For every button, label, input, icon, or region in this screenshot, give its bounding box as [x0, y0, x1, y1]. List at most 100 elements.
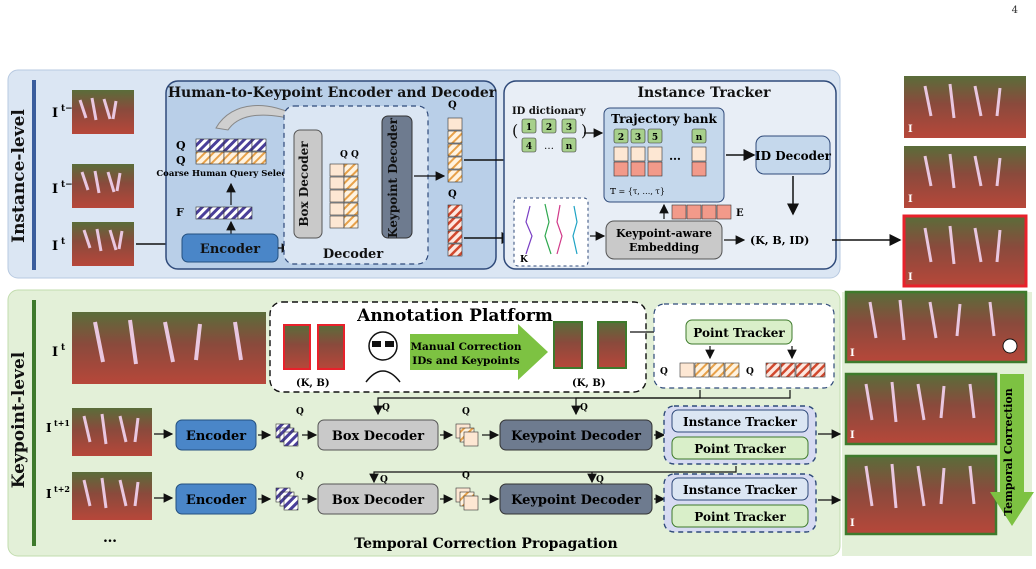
instance-keypoint-decoder	[381, 115, 413, 239]
coarse-query-label: Coarse Human Query Selection	[156, 169, 305, 179]
query-b-column	[447, 117, 463, 183]
embedding-label: E	[736, 208, 744, 219]
annotation-crops-before	[283, 324, 345, 370]
trajectory-bank-label: Trajectory bank	[611, 112, 717, 126]
query-c-label: Q	[176, 139, 186, 152]
keypoint-output-frame-t-plus-1: I	[844, 372, 998, 446]
trajectory-formula: 𝕋 = {τ, …, τ}	[610, 187, 665, 196]
keypoint-decoder-t-plus-1-label: Keypoint Decoder	[511, 429, 641, 444]
box-decoder-t-plus-2	[317, 483, 439, 515]
encoder-t-plus-2	[175, 483, 257, 515]
instance-box-decoder	[293, 129, 323, 239]
keypoint-decoder-t-plus-1	[499, 419, 653, 451]
point-tracker-t-plus-2	[671, 504, 809, 528]
id-decoder-box	[755, 135, 831, 175]
encoder-t-plus-1	[175, 419, 257, 451]
query-k-column	[447, 204, 463, 257]
svg-text:(: (	[512, 121, 518, 140]
box-decoder-t-plus-1	[317, 419, 439, 451]
top-point-tracker-box	[685, 319, 793, 345]
delta-query-b-row	[679, 362, 740, 378]
delta-query-b-feed-label: Q	[382, 403, 390, 413]
instance-output: (K, B, ID)	[750, 234, 809, 247]
output-frame-t-1: I	[904, 146, 1026, 208]
point-tracker-t-plus-1	[671, 436, 809, 460]
encoder-decoder-title: Human-to-Keypoint Encoder and Decoder	[168, 85, 497, 101]
annotation-platform-title: Annotation Platform	[356, 306, 553, 326]
annotation-input-label: (K, B)	[296, 378, 330, 389]
query-c-t-plus-2-label: Q	[296, 471, 304, 481]
delta-query-b-label: Q	[660, 367, 668, 377]
svg-text:…: …	[544, 141, 554, 152]
encoder-t-plus-1-label: Encoder	[186, 429, 246, 444]
annotation-crops-after	[553, 321, 627, 369]
delta-query-k-feed-label: Q	[580, 403, 588, 413]
decoder-label: Decoder	[323, 247, 383, 262]
point-tracker-t-plus-1-label: Point Tracker	[694, 442, 786, 456]
svg-text:I: I	[850, 348, 855, 359]
manual-correction-line2: IDs and Keypoints	[412, 355, 520, 367]
instance-level-side-bar	[32, 80, 36, 270]
encoder-t-plus-2-label: Encoder	[186, 493, 246, 508]
decoder-query-column	[329, 163, 359, 229]
annotator-icon	[365, 331, 401, 383]
stack-t-plus-2-box	[455, 487, 479, 511]
instance-encoder-label: Encoder	[200, 242, 260, 257]
embedding-row	[671, 204, 732, 220]
svg-text:I: I	[908, 124, 913, 135]
svg-text:2: 2	[618, 133, 624, 143]
keypoint-decoder-t-plus-2-label: Keypoint Decoder	[511, 493, 641, 508]
svg-text:I: I	[46, 487, 52, 501]
keypoint-output-frame-t: I	[844, 290, 1028, 364]
svg-text:n: n	[566, 142, 573, 152]
query-c-t-plus-1-label: Q	[296, 407, 304, 417]
svg-text:t: t	[61, 343, 66, 353]
feature-row	[195, 206, 253, 220]
stack-t-plus-1-query	[275, 423, 299, 447]
svg-text:I: I	[52, 345, 58, 360]
svg-text:I: I	[850, 518, 855, 529]
query-k-prime-label: Q	[448, 189, 457, 200]
instance-keypoint-decoder-label: Keypoint Decoder	[386, 117, 400, 238]
query-b-t-plus-2-label: Q	[462, 471, 470, 481]
box-decoder-t-plus-2-label: Box Decoder	[332, 493, 424, 508]
keypoint-embedding-label-2: Embedding	[629, 241, 699, 254]
svg-text:t−2: t−2	[61, 104, 79, 114]
keypoint-skeleton-box	[513, 197, 589, 267]
query-b-t-plus-1-label: Q	[462, 407, 470, 417]
instance-tracker-title: Instance Tracker	[638, 85, 772, 101]
svg-text:5: 5	[652, 133, 658, 143]
keypoint-output-frame-t-plus-2: I	[844, 454, 998, 536]
svg-text:I: I	[52, 239, 58, 254]
instance-box-decoder-label: Box Decoder	[297, 141, 311, 227]
svg-text:2: 2	[546, 123, 552, 133]
top-point-tracker-label: Point Tracker	[693, 326, 785, 340]
stack-t-plus-2-query	[275, 487, 299, 511]
feature-label: F	[176, 206, 184, 219]
delta-query-k-t1-label: Q	[596, 475, 604, 485]
propagation-title: Temporal Correction Propagation	[354, 536, 617, 552]
manual-correction-arrow	[410, 324, 548, 380]
trajectory-cells: …	[613, 146, 707, 177]
query-grid	[195, 138, 267, 165]
output-frame-t: I	[902, 214, 1028, 288]
svg-text:t+1: t+1	[54, 418, 70, 428]
svg-text:I: I	[46, 421, 52, 435]
delta-query-k-label: Q	[746, 367, 754, 377]
annotation-output-label: (K, B)	[572, 378, 606, 389]
stack-t-plus-1-box	[455, 423, 479, 447]
svg-text:3: 3	[635, 133, 641, 143]
instance-tracker-t-plus-2-label: Instance Tracker	[683, 483, 798, 497]
query-b-label: Q	[176, 154, 186, 167]
id-dictionary-label: ID dictionary	[512, 106, 587, 117]
instance-tracker-t-plus-1	[671, 409, 809, 433]
svg-text:I: I	[850, 430, 855, 441]
svg-text:n: n	[696, 133, 703, 143]
keypoint-level-side-bar	[32, 300, 36, 546]
temporal-correction-arrow	[990, 374, 1034, 526]
